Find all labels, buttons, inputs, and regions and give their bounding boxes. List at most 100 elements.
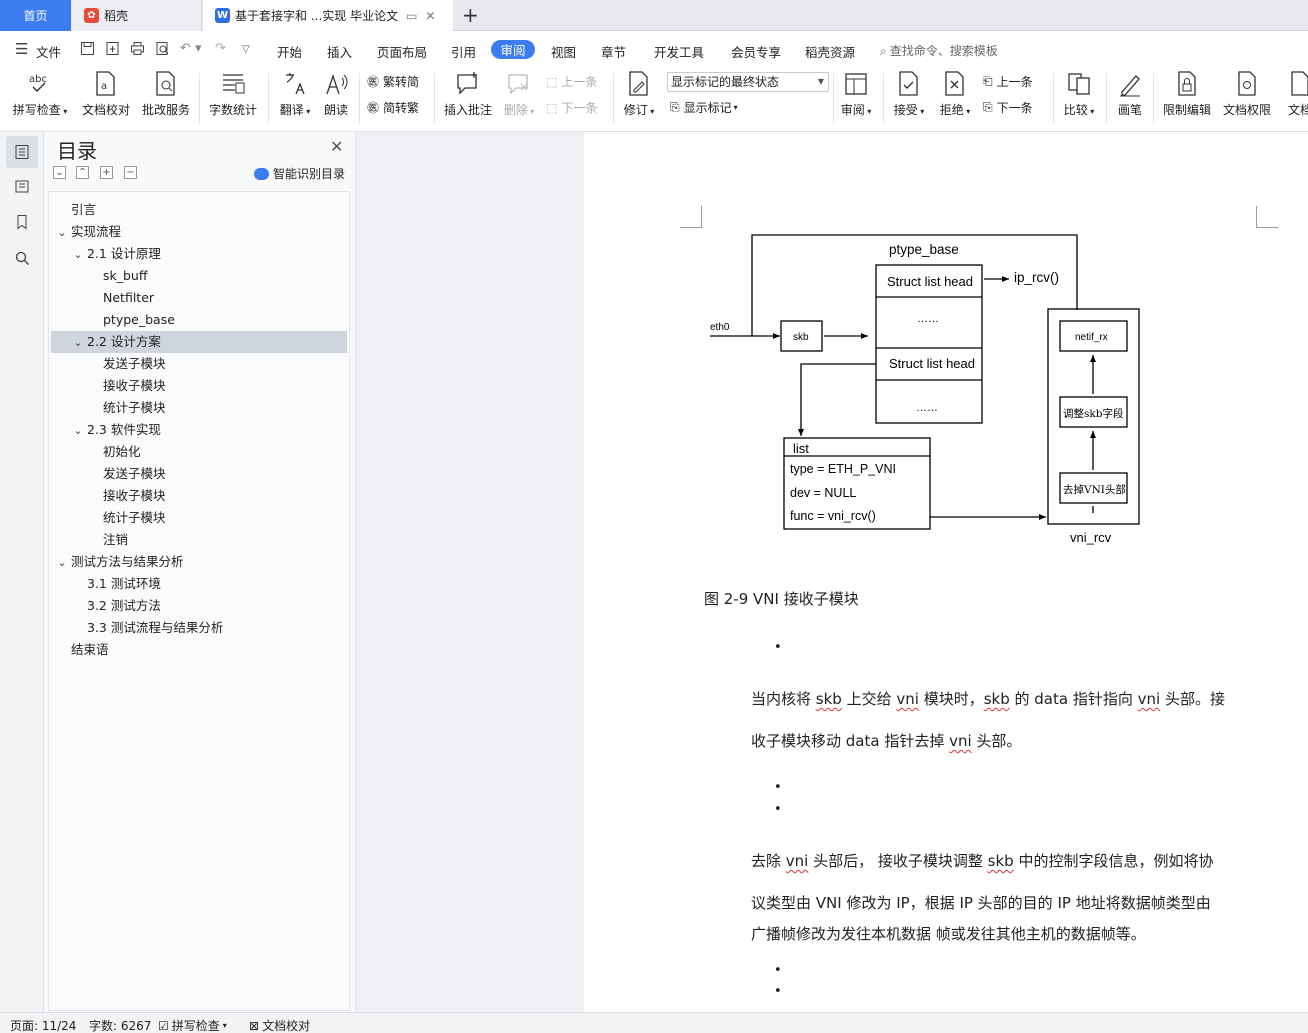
command-search[interactable]: ⌕查找命令、搜索模板 [880, 42, 998, 59]
section-panel-icon[interactable] [6, 170, 38, 202]
toc-item[interactable]: 引言 [51, 199, 347, 221]
new-tab-button[interactable]: + [462, 3, 479, 27]
document-proofread-button[interactable]: a 文档校对 [78, 67, 134, 119]
menu-developer[interactable]: 开发工具 [654, 45, 705, 60]
restrict-editing-button[interactable]: 限制编辑 [1160, 67, 1214, 119]
close-icon[interactable]: ✕ [330, 137, 344, 156]
chevron-down-icon[interactable]: ⌄ [73, 248, 83, 261]
menu-file[interactable]: 文件 [36, 45, 62, 60]
toc-panel-icon[interactable] [6, 136, 38, 168]
toc-item[interactable]: ⌄实现流程 [51, 221, 347, 243]
page-indicator[interactable]: 页面: 11/24 [10, 1019, 77, 1033]
tab-float-icon[interactable]: ▭ [406, 8, 418, 23]
smart-toc-button[interactable]: 智能识别目录 [254, 165, 345, 182]
print-icon[interactable] [130, 41, 145, 60]
toc-item[interactable]: sk_buff [51, 265, 347, 287]
toc-item[interactable]: 初始化 [51, 441, 347, 463]
word-count-indicator[interactable]: 字数: 6267 [89, 1019, 152, 1033]
document-page[interactable]: ptype_base Struct list head …… Struct li… [584, 132, 1308, 1012]
accept-button[interactable]: 接受 ▾ [890, 67, 928, 119]
menu-view[interactable]: 视图 [551, 45, 577, 60]
chevron-down-icon[interactable]: ⌄ [57, 556, 67, 569]
print-preview-icon[interactable] [155, 41, 170, 60]
tab-document[interactable]: W 基于套接字和 ...实现 毕业论文 ▭ ✕ [203, 0, 453, 31]
toc-item[interactable]: 结束语 [51, 639, 347, 661]
search-icon[interactable] [6, 242, 38, 274]
compare-button[interactable]: 比较 ▾ [1060, 67, 1098, 119]
redo-icon[interactable]: ↷ [215, 41, 226, 56]
menu-member[interactable]: 会员专享 [731, 45, 782, 60]
track-changes-button[interactable]: 修订 ▾ [620, 67, 658, 119]
tab-document-label: 基于套接字和 ...实现 毕业论文 [235, 9, 399, 23]
hamburger-icon[interactable]: ☰ [15, 40, 29, 58]
text-run: 去除 [751, 852, 786, 870]
remove-level-icon[interactable]: − [124, 166, 137, 179]
status-proofread[interactable]: ⊠文档校对 [249, 1017, 310, 1033]
trad-to-simp-icon: ㊩ [367, 75, 380, 89]
previous-comment-button[interactable]: ⬚上一条 [546, 73, 597, 90]
undo-icon[interactable]: ↶ ▾ [180, 41, 202, 56]
expand-up-icon[interactable]: ⌃ [76, 166, 89, 179]
toc-item[interactable]: ⌄2.3 软件实现 [51, 419, 347, 441]
markup-display-select[interactable]: 显示标记的最终状态▼ [667, 72, 829, 92]
menu-docer-resources[interactable]: 稻壳资源 [805, 45, 856, 60]
toc-item[interactable]: 统计子模块 [51, 507, 347, 529]
review-pane-button[interactable]: 审阅 ▾ [838, 67, 874, 119]
menu-references[interactable]: 引用 [451, 45, 477, 60]
review-service-button[interactable]: 批改服务 [138, 67, 194, 119]
toc-item[interactable]: ⌄2.1 设计原理 [51, 243, 347, 265]
status-spell-check[interactable]: ☑拼写检查▾ [158, 1018, 227, 1033]
show-markup-button[interactable]: ⎘显示标记▾ [670, 100, 738, 115]
pen-button[interactable]: 画笔 [1112, 67, 1148, 119]
toc-item[interactable]: 接收子模块 [51, 375, 347, 397]
chevron-down-icon[interactable]: ⌄ [73, 424, 83, 437]
toc-item[interactable]: 3.1 测试环境 [51, 573, 347, 595]
simp-to-trad-button[interactable]: ㊩简转繁 [367, 99, 419, 116]
toc-item[interactable]: 发送子模块 [51, 463, 347, 485]
insert-comment-icon [455, 67, 481, 101]
trad-to-simp-button[interactable]: ㊩繁转简 [367, 73, 419, 90]
toc-item[interactable]: ⌄2.2 设计方案 [51, 331, 347, 353]
more-document-button[interactable]: 文档 [1280, 67, 1308, 119]
menu-chapter[interactable]: 章节 [601, 45, 627, 60]
tab-docer[interactable]: ✿ 稻壳 [72, 0, 202, 31]
ribbon-divider [1053, 73, 1054, 123]
next-comment-button[interactable]: ⬚下一条 [546, 99, 597, 116]
collapse-all-icon[interactable]: ⌄ [53, 166, 66, 179]
next-change-button[interactable]: ⎘下一条 [983, 99, 1033, 116]
previous-change-button[interactable]: ⎗上一条 [983, 73, 1033, 90]
translate-button[interactable]: 翻译 ▾ [275, 67, 315, 119]
menu-review[interactable]: 审阅 [491, 40, 535, 59]
menu-start[interactable]: 开始 [277, 45, 303, 60]
spell-check-button[interactable]: abc 拼写检查 ▾ [10, 67, 70, 119]
add-level-icon[interactable]: + [100, 166, 113, 179]
toc-item[interactable]: ⌄测试方法与结果分析 [51, 551, 347, 573]
toc-item[interactable]: ptype_base [51, 309, 347, 331]
word-count-button[interactable]: 字数统计 [205, 67, 261, 119]
tab-close-icon[interactable]: ✕ [425, 8, 436, 23]
document-canvas-background [356, 132, 584, 1012]
export-pdf-icon[interactable] [105, 41, 120, 60]
toc-item[interactable]: Netfilter [51, 287, 347, 309]
menu-insert[interactable]: 插入 [327, 45, 353, 60]
chevron-down-icon[interactable]: ⌄ [57, 226, 67, 239]
delete-comment-button[interactable]: 删除 ▾ [500, 67, 538, 119]
toc-item[interactable]: 发送子模块 [51, 353, 347, 375]
bookmark-icon[interactable] [6, 206, 38, 238]
read-aloud-button[interactable]: 朗读 [318, 67, 354, 119]
toc-item-label: 发送子模块 [103, 356, 166, 371]
toc-item[interactable]: 统计子模块 [51, 397, 347, 419]
tab-home[interactable]: 首页 [0, 0, 71, 31]
toc-item[interactable]: 注销 [51, 529, 347, 551]
reject-button[interactable]: 拒绝 ▾ [936, 67, 974, 119]
chevron-down-icon[interactable]: ⌄ [73, 336, 83, 349]
track-changes-icon [626, 67, 652, 101]
document-permission-button[interactable]: 文档权限 [1220, 67, 1274, 119]
insert-comment-button[interactable]: 插入批注 [440, 67, 496, 119]
save-icon[interactable] [80, 41, 95, 60]
toc-item[interactable]: 3.2 测试方法 [51, 595, 347, 617]
menu-page-layout[interactable]: 页面布局 [377, 45, 428, 60]
toc-item[interactable]: 3.3 测试流程与结果分析 [51, 617, 347, 639]
toc-item[interactable]: 接收子模块 [51, 485, 347, 507]
customize-dropdown-icon[interactable]: ▽ [242, 44, 250, 55]
